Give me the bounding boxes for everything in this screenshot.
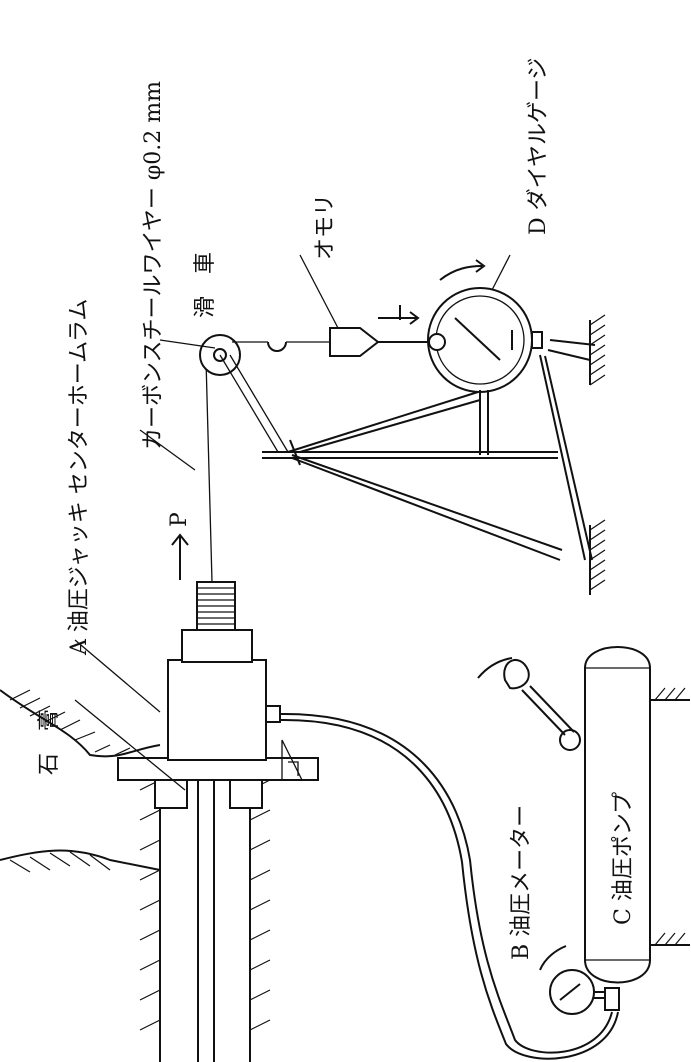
tripod-feet	[589, 314, 606, 595]
dial-gauge	[427, 259, 543, 393]
label-pulley: 滑 車	[193, 252, 218, 318]
plaster-plate	[117, 757, 319, 809]
steel-wire	[205, 359, 213, 583]
hydraulic-pump	[477, 646, 690, 1011]
tripod-stand	[262, 339, 596, 561]
label-force: P	[167, 512, 192, 527]
pressure-gauge	[539, 945, 605, 1015]
label-jack: A 油圧ジャッキ センターホームラム	[67, 299, 92, 656]
label-dial: D ダイヤルゲージ	[526, 57, 551, 235]
label-wire: カーボンスチールワイヤー φ0.2 mm	[141, 81, 166, 450]
label-weight: オモリ	[313, 194, 338, 260]
weight	[329, 327, 430, 357]
force-arrow	[171, 533, 189, 580]
hydraulic-hose	[279, 712, 619, 1060]
label-plaster: 石 膏	[37, 709, 62, 775]
hydraulic-jack	[167, 581, 304, 781]
label-gauge-b: B 油圧メーター	[509, 805, 534, 960]
leader-lines	[74, 254, 511, 791]
pulley	[199, 334, 289, 453]
label-pump: C 油圧ポンプ	[611, 792, 636, 925]
weight-arrow	[378, 305, 420, 325]
anchor-rod	[197, 760, 215, 1062]
